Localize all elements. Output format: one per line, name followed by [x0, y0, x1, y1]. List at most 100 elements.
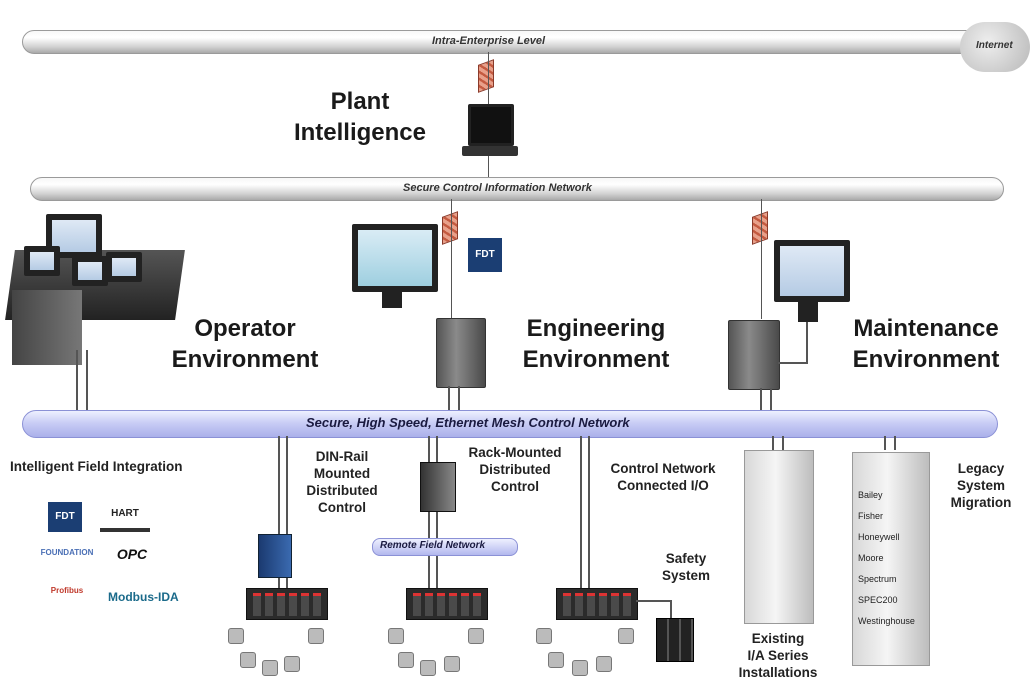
secure-info-network-label: Secure Control Information Network: [403, 182, 592, 194]
maintenance-environment-title: Maintenance Environment: [838, 313, 1014, 375]
legacy-cabinet-icon: [852, 452, 930, 666]
connector-line: [448, 386, 450, 412]
safety-line2: System: [661, 568, 711, 583]
firewall-icon: [442, 211, 458, 245]
internet-label: Internet: [976, 40, 1013, 51]
connector-line: [286, 436, 288, 588]
rack-mounted-label: Rack-Mounted Distributed Control: [460, 444, 570, 495]
safety-system-label: Safety System: [648, 550, 724, 584]
engineering-title-line2: Environment: [522, 346, 670, 373]
operator-monitor-icon: [24, 246, 60, 276]
connector-line: [451, 199, 452, 319]
control-io-line1: Control Network: [610, 461, 716, 476]
connector-line: [782, 436, 784, 450]
connector-line: [770, 388, 772, 412]
existing-line3: Installations: [738, 665, 818, 680]
legacy-line1: Legacy: [957, 461, 1005, 476]
field-device-icon: [618, 628, 634, 644]
operator-title-line1: Operator: [194, 315, 296, 342]
legacy-line3: Migration: [950, 495, 1012, 510]
din-rail-line3: Distributed: [306, 483, 378, 498]
control-io-label: Control Network Connected I/O: [596, 460, 730, 494]
connector-line: [436, 436, 438, 588]
connector-line: [458, 386, 460, 412]
maintenance-monitor-icon: [774, 240, 850, 302]
control-io-line2: Connected I/O: [617, 478, 709, 493]
operator-environment-title: Operator Environment: [160, 313, 330, 375]
ia-series-cabinet-icon: [744, 450, 814, 624]
existing-line1: Existing: [751, 631, 805, 646]
foundation-logo-icon: FOUNDATION: [40, 548, 94, 557]
enterprise-level-bus: [22, 30, 1014, 54]
din-rail-controller-icon: [258, 534, 292, 578]
field-device-icon: [262, 660, 278, 676]
enterprise-level-label: Intra-Enterprise Level: [432, 35, 546, 47]
connector-line: [806, 322, 808, 364]
field-device-icon: [444, 656, 460, 672]
safety-system-icon: [656, 618, 694, 662]
din-rail-label: DIN-Rail Mounted Distributed Control: [292, 448, 392, 516]
connector-line: [772, 436, 774, 450]
legacy-vendor-item: Honeywell: [858, 532, 900, 542]
field-integration-label: Intelligent Field Integration: [10, 459, 183, 474]
mesh-control-network-label: Secure, High Speed, Ethernet Mesh Contro…: [306, 415, 630, 430]
plant-workstation-icon: [468, 104, 514, 146]
legacy-vendor-item: Westinghouse: [858, 616, 915, 626]
field-device-icon: [536, 628, 552, 644]
remote-field-network-label: Remote Field Network: [380, 540, 486, 551]
engineering-monitor-icon: [352, 224, 438, 292]
plant-title-line2: Intelligence: [293, 119, 427, 146]
fdt-logo-icon: FDT: [48, 502, 82, 532]
field-device-icon: [240, 652, 256, 668]
engineering-server-icon: [436, 318, 486, 388]
rack-mounted-line2: Distributed: [479, 462, 551, 477]
mesh-control-network-bus: [22, 410, 998, 438]
field-device-icon: [388, 628, 404, 644]
engineering-title-line1: Engineering: [526, 315, 666, 342]
connector-line: [278, 436, 280, 588]
engineering-environment-title: Engineering Environment: [506, 313, 686, 375]
operator-monitor-icon: [106, 252, 142, 282]
connector-line: [428, 436, 430, 588]
maintenance-title-line2: Environment: [852, 346, 1000, 373]
maintenance-server-icon: [728, 320, 780, 390]
legacy-vendor-item: Bailey: [858, 490, 883, 500]
io-rack-icon: [556, 588, 638, 620]
connector-line: [86, 350, 88, 412]
firewall-icon: [478, 59, 494, 93]
field-device-icon: [398, 652, 414, 668]
field-device-icon: [420, 660, 436, 676]
connector-line: [761, 199, 762, 319]
connector-line: [670, 600, 672, 618]
secure-info-network-bus: [30, 177, 1004, 201]
connector-line: [760, 388, 762, 412]
field-device-icon: [228, 628, 244, 644]
field-device-icon: [308, 628, 324, 644]
din-rail-line1: DIN-Rail: [315, 449, 369, 464]
safety-line1: Safety: [665, 551, 707, 566]
firewall-icon: [752, 211, 768, 245]
connector-line: [580, 436, 582, 588]
legacy-migration-label: Legacy System Migration: [936, 460, 1026, 511]
connector-line: [884, 436, 886, 450]
connector-line: [636, 600, 672, 602]
field-device-icon: [548, 652, 564, 668]
connector-line: [76, 350, 78, 412]
connector-line: [778, 362, 808, 364]
connector-line: [588, 436, 590, 588]
monitor-stand-icon: [382, 290, 402, 308]
operator-monitor-icon: [72, 256, 108, 286]
connector-line: [894, 436, 896, 450]
legacy-vendor-item: Spectrum: [858, 574, 897, 584]
modbus-ida-logo-icon: Modbus-IDA: [108, 590, 179, 604]
field-device-icon: [468, 628, 484, 644]
operator-desk-icon: [12, 290, 82, 365]
existing-line2: I/A Series: [747, 648, 809, 663]
monitor-stand-icon: [798, 300, 818, 322]
remote-field-network-bus: [372, 538, 518, 556]
internet-cloud-icon: [960, 22, 1030, 72]
field-device-icon: [572, 660, 588, 676]
operator-title-line2: Environment: [171, 346, 319, 373]
din-rail-line2: Mounted: [313, 466, 371, 481]
legacy-vendor-item: Fisher: [858, 511, 884, 521]
